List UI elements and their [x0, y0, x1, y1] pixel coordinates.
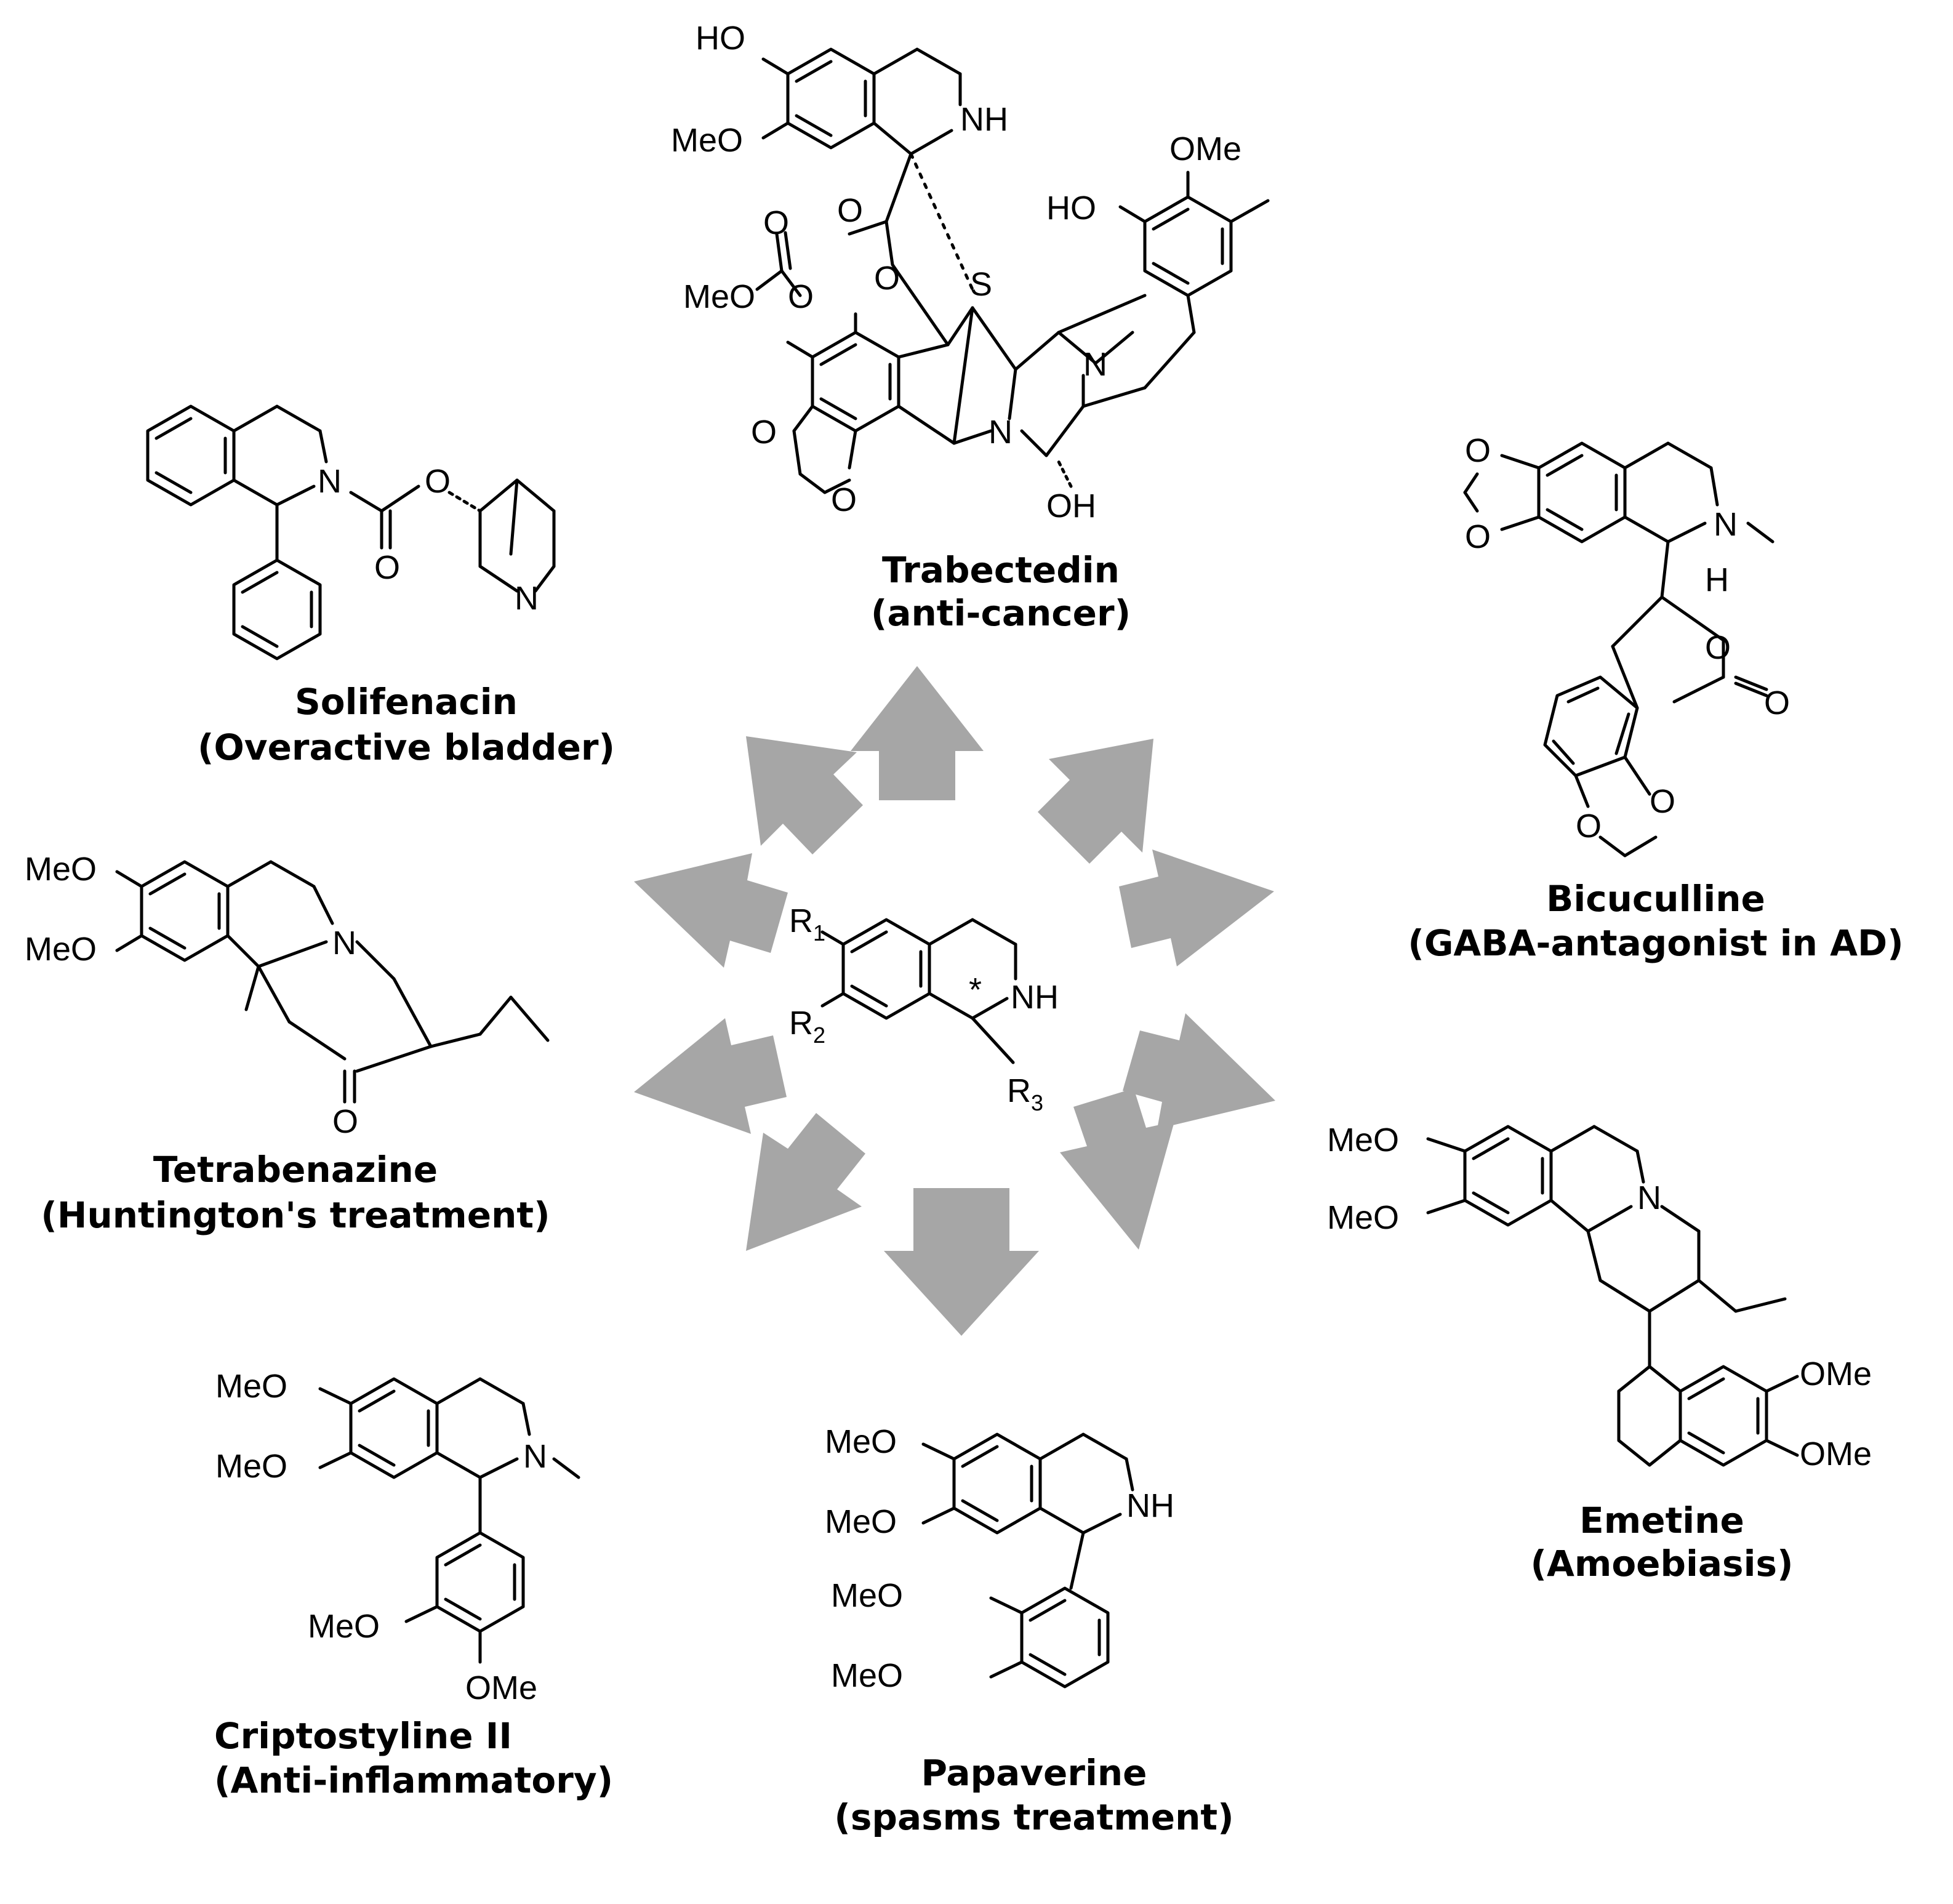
tbz-meo-2: MeO — [25, 931, 97, 968]
radial-arrows — [634, 666, 1275, 1336]
structure-solifenacin: N O O N Solifenacin (Overactive bladder) — [146, 404, 615, 768]
trabectedin-use: (anti-cancer) — [871, 592, 1131, 634]
trab-ester-o: O — [788, 278, 814, 315]
arrow-right-up — [1119, 850, 1274, 966]
trab-meo-carbonate: MeO — [683, 278, 755, 315]
trab-meo-top: MeO — [671, 122, 743, 159]
bic-o-carbonyl: O — [1764, 685, 1790, 721]
arrow-down-right — [1060, 1088, 1174, 1250]
bicuculline-use: (GABA-antagonist in AD) — [1408, 922, 1903, 964]
tetrabenazine-name: Tetrabenazine — [153, 1149, 438, 1191]
trab-n: N — [989, 414, 1013, 451]
bic-o-lactone: O — [1705, 629, 1731, 666]
sol-o-carbonyl: O — [374, 549, 400, 586]
tetrabenazine-use: (Huntington's treatment) — [41, 1194, 550, 1236]
eme-ome-2: OMe — [1800, 1436, 1872, 1472]
emetine-use: (Amoebiasis) — [1531, 1543, 1794, 1585]
tbz-n: N — [332, 925, 356, 962]
tbz-o: O — [332, 1103, 358, 1140]
trab-ome: OMe — [1169, 131, 1241, 167]
core-stereo-star: * — [969, 971, 982, 1008]
pap-meo-4: MeO — [831, 1657, 903, 1694]
sol-o-ester: O — [425, 463, 451, 500]
arrow-down — [884, 1188, 1039, 1336]
solifenacin-name: Solifenacin — [295, 681, 518, 723]
trab-o-ring-2: O — [831, 481, 857, 518]
sol-n: N — [318, 463, 342, 500]
structure-tetrabenazine: MeO MeO N O Tetrabenazine (Huntington's … — [25, 851, 550, 1236]
trab-lactone-o: O — [874, 260, 900, 297]
bicuculline-name: Bicuculline — [1546, 878, 1765, 920]
bic-o-1: O — [1465, 432, 1491, 469]
eme-meo-1: MeO — [1327, 1122, 1399, 1159]
structure-criptostyline: MeO MeO N MeO OMe Criptostyline II (Anti… — [214, 1368, 613, 1801]
papaverine-use: (spasms treatment) — [834, 1796, 1233, 1838]
tbz-meo-1: MeO — [25, 851, 97, 888]
criptostyline-name: Criptostyline II — [214, 1715, 512, 1757]
eme-ome-1: OMe — [1800, 1356, 1872, 1392]
pap-meo-2: MeO — [825, 1503, 897, 1540]
bic-n: N — [1714, 506, 1738, 543]
core-r3: R3 — [1007, 1072, 1043, 1115]
crip-meo-3: MeO — [308, 1608, 380, 1645]
structure-trabectedin: HO MeO NH O O MeO O O S OMe HO N N O O O… — [671, 20, 1270, 634]
structure-papaverine: MeO MeO NH MeO MeO Papaverine (spasms tr… — [825, 1423, 1234, 1838]
arrow-right-down — [1123, 1013, 1275, 1129]
arrow-down-left — [746, 1113, 865, 1251]
sol-n-quinuclidine: N — [515, 580, 539, 617]
structure-bicuculline: O O N H O O O O Bicuculline (GABA-antago… — [1408, 432, 1903, 964]
crip-n: N — [523, 1438, 547, 1475]
bic-o-4: O — [1650, 783, 1675, 820]
structure-emetine: MeO MeO N OMe OMe Emetine (Amoebiasis) — [1327, 1122, 1872, 1585]
trab-ho-right: HO — [1046, 190, 1096, 227]
core-r1: R1 — [789, 902, 825, 946]
criptostyline-use: (Anti-inflammatory) — [214, 1759, 613, 1801]
trab-nh: NH — [960, 101, 1008, 138]
eme-meo-2: MeO — [1327, 1199, 1399, 1236]
arrow-left-up — [634, 853, 788, 968]
trab-n-bridge: N — [1083, 346, 1107, 383]
pap-nh: NH — [1126, 1487, 1174, 1524]
core-nh: NH — [1011, 979, 1059, 1016]
bic-o-3: O — [1576, 808, 1602, 845]
solifenacin-use: (Overactive bladder) — [198, 726, 615, 768]
bic-o-2: O — [1465, 518, 1491, 555]
eme-n: N — [1637, 1179, 1661, 1216]
trab-s: S — [970, 266, 992, 303]
crip-meo-2: MeO — [215, 1448, 287, 1485]
arrow-up-left — [746, 736, 863, 854]
crip-meo-1: MeO — [215, 1368, 287, 1405]
core-r2: R2 — [789, 1005, 825, 1048]
emetine-name: Emetine — [1579, 1500, 1744, 1541]
pap-meo-3: MeO — [831, 1577, 903, 1614]
trab-o-ring-1: O — [751, 414, 777, 451]
pap-meo-1: MeO — [825, 1423, 897, 1460]
core-tetrahydroisoquinoline: R1 R2 R3 NH * — [789, 902, 1059, 1115]
trab-oh: OH — [1046, 488, 1096, 524]
crip-ome: OMe — [465, 1669, 537, 1706]
arrow-left-down — [634, 1018, 787, 1134]
arrow-up-right — [1038, 739, 1153, 864]
trab-ho: HO — [696, 20, 745, 57]
papaverine-name: Papaverine — [921, 1752, 1147, 1794]
trab-carbonyl-o: O — [837, 192, 863, 229]
arrow-up — [851, 666, 984, 800]
trabectedin-name: Trabectedin — [882, 549, 1120, 591]
bic-h: H — [1705, 561, 1729, 598]
trab-carbonate-o: O — [763, 204, 789, 241]
